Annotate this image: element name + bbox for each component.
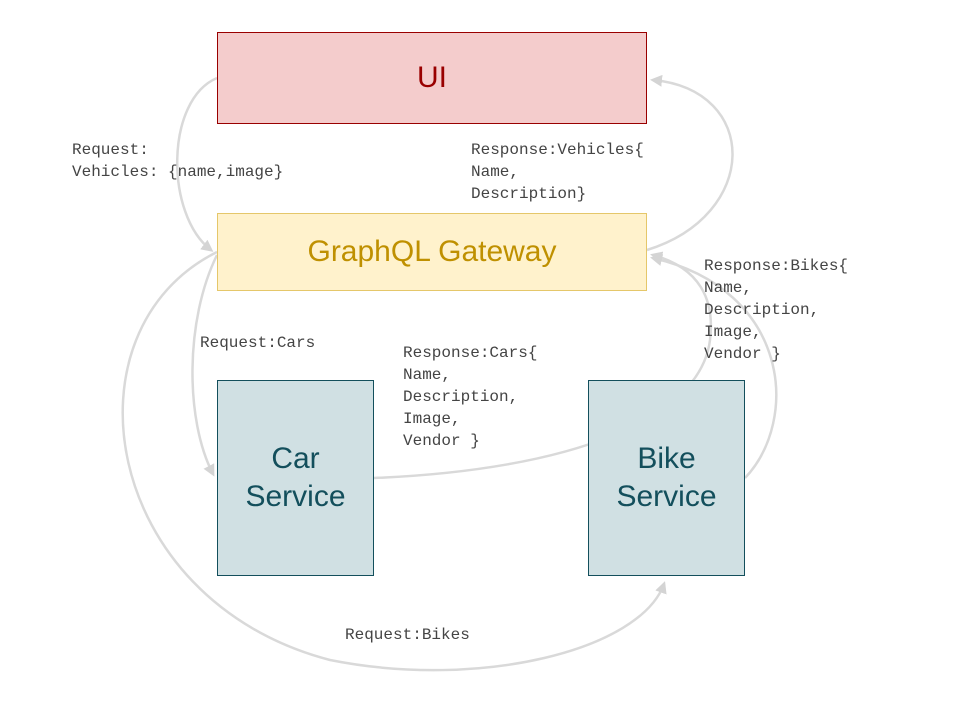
edge-request-bikes	[121, 250, 667, 672]
edge-request-vehicles	[176, 76, 218, 252]
graphql-gateway-label: GraphQL Gateway	[307, 235, 557, 268]
ui-node: UI	[217, 32, 647, 124]
car-service-label: Car Service	[245, 442, 346, 513]
response-cars-label: Response:Cars{ Name, Description, Image,…	[403, 344, 538, 450]
car-service-node: Car Service	[217, 380, 374, 576]
edge-response-vehicles	[646, 74, 734, 252]
request-cars-label: Request:Cars	[200, 334, 316, 352]
ui-node-label: UI	[417, 61, 447, 94]
graphql-gateway-node: GraphQL Gateway	[217, 213, 647, 291]
edge-response-cars	[373, 251, 713, 480]
request-vehicles-label: Request: Vehicles: {name,image}	[72, 141, 284, 181]
request-bikes-label: Request:Bikes	[345, 626, 470, 644]
edge-request-cars	[191, 254, 219, 477]
bike-service-label: Bike Service	[616, 442, 717, 513]
edge-response-bikes	[650, 254, 778, 479]
response-vehicles-label: Response:Vehicles{ Name, Description}	[471, 141, 644, 203]
response-bikes-label: Response:Bikes{ Name, Description, Image…	[704, 257, 849, 363]
bike-service-node: Bike Service	[588, 380, 745, 576]
